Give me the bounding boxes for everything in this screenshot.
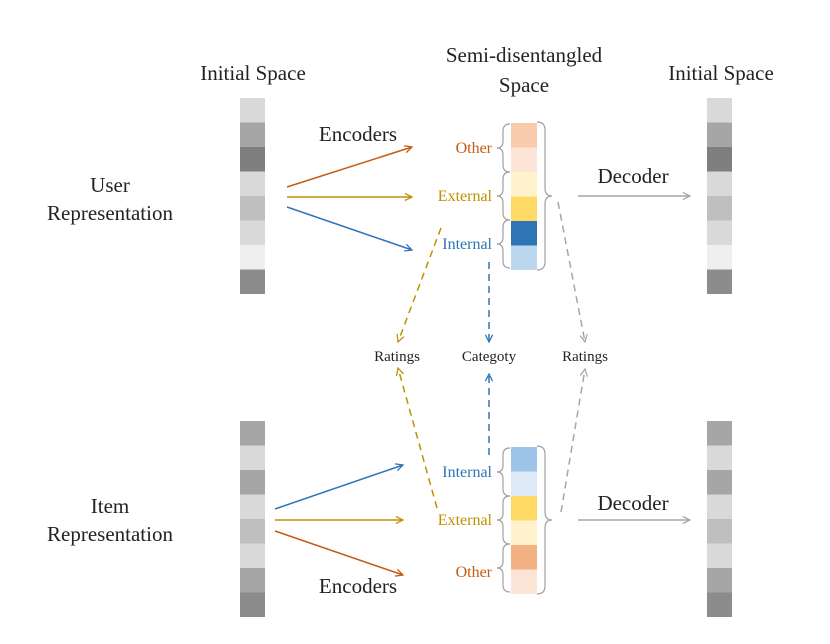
item-initial-vector-right (707, 421, 732, 617)
user-right-cell-8 (707, 269, 732, 294)
item-right-cell-7 (707, 568, 732, 593)
item-latent-to-ratings-arrow (560, 369, 585, 513)
header-semi-disentangled-line1: Semi-disentangled (446, 43, 603, 67)
user-left-cell-8 (240, 269, 265, 294)
user-initial-vector-left (240, 98, 265, 294)
user-latent-to-ratings-arrow (557, 201, 585, 342)
user-encoder-arrow-internal (286, 206, 412, 250)
user-right-cell-4 (707, 171, 732, 196)
item-latent-vector (511, 447, 537, 594)
brace-user-right (536, 121, 553, 271)
item-encoders-label: Encoders (319, 574, 397, 598)
item-segment-external-label: External (438, 512, 493, 529)
item-right-cell-3 (707, 470, 732, 495)
item-segment-internal-label: Internal (442, 464, 492, 481)
item-segment-other-label: Other (456, 564, 493, 581)
user-latent-cell-2 (511, 147, 537, 172)
user-latent-vector (511, 123, 537, 270)
item-right-cell-1 (707, 421, 732, 446)
user-right-cell-6 (707, 220, 732, 245)
user-encoder-arrow-other (286, 147, 412, 188)
item-right-cell-5 (707, 519, 732, 544)
header-initial-space-left: Initial Space (200, 61, 306, 85)
brace-user-internal (496, 219, 511, 269)
item-encoder-arrow-internal (274, 465, 403, 510)
item-external-to-ratings-arrow (398, 368, 438, 509)
user-initial-vector-right (707, 98, 732, 294)
item-right-cell-2 (707, 445, 732, 470)
user-segment-other-label: Other (456, 140, 493, 157)
user-left-cell-1 (240, 98, 265, 123)
user-right-cell-5 (707, 196, 732, 221)
item-latent-cell-5 (511, 545, 537, 570)
item-latent-cell-3 (511, 496, 537, 521)
user-left-cell-5 (240, 196, 265, 221)
brace-user-other (496, 123, 511, 173)
user-encoders-label: Encoders (319, 122, 397, 146)
brace-item-internal (496, 447, 511, 497)
user-latent-cell-3 (511, 172, 537, 197)
item-right-cell-8 (707, 592, 732, 617)
user-latent-cell-6 (511, 245, 537, 270)
user-representation-label-line1: User (90, 173, 130, 197)
user-left-cell-6 (240, 220, 265, 245)
item-latent-cell-4 (511, 520, 537, 545)
user-latent-cell-4 (511, 196, 537, 221)
user-left-cell-4 (240, 171, 265, 196)
item-latent-cell-6 (511, 569, 537, 594)
item-left-cell-2 (240, 445, 265, 470)
header-semi-disentangled-line2: Space (499, 73, 549, 97)
brace-user-external (496, 171, 511, 221)
user-representation-label-line2: Representation (47, 201, 173, 225)
user-right-cell-2 (707, 122, 732, 147)
user-external-to-ratings-arrow (398, 227, 442, 342)
item-encoder-arrow-other (274, 530, 403, 575)
item-left-cell-8 (240, 592, 265, 617)
item-left-cell-7 (240, 568, 265, 593)
item-left-cell-4 (240, 494, 265, 519)
item-latent-cell-1 (511, 447, 537, 472)
item-right-cell-4 (707, 494, 732, 519)
user-latent-cell-5 (511, 221, 537, 246)
item-initial-vector-left (240, 421, 265, 617)
item-left-cell-3 (240, 470, 265, 495)
user-right-cell-3 (707, 147, 732, 172)
item-decoder-label: Decoder (597, 491, 668, 515)
item-left-cell-5 (240, 519, 265, 544)
item-right-cell-6 (707, 543, 732, 568)
ratings-right-label: Ratings (562, 349, 608, 365)
brace-item-other (496, 543, 511, 593)
item-left-cell-1 (240, 421, 265, 446)
user-decoder-label: Decoder (597, 164, 668, 188)
user-right-cell-1 (707, 98, 732, 123)
item-representation-label-line2: Representation (47, 522, 173, 546)
brace-item-external (496, 495, 511, 545)
user-segment-external-label: External (438, 188, 493, 205)
user-latent-cell-1 (511, 123, 537, 148)
brace-item-right (536, 445, 553, 595)
header-initial-space-right: Initial Space (668, 61, 774, 85)
item-left-cell-6 (240, 543, 265, 568)
user-left-cell-7 (240, 245, 265, 270)
item-latent-cell-2 (511, 471, 537, 496)
user-right-cell-7 (707, 245, 732, 270)
ratings-left-label: Ratings (374, 349, 420, 365)
user-left-cell-3 (240, 147, 265, 172)
user-left-cell-2 (240, 122, 265, 147)
user-segment-internal-label: Internal (442, 236, 492, 253)
category-label: Categoty (462, 349, 517, 365)
item-representation-label-line1: Item (91, 494, 129, 518)
